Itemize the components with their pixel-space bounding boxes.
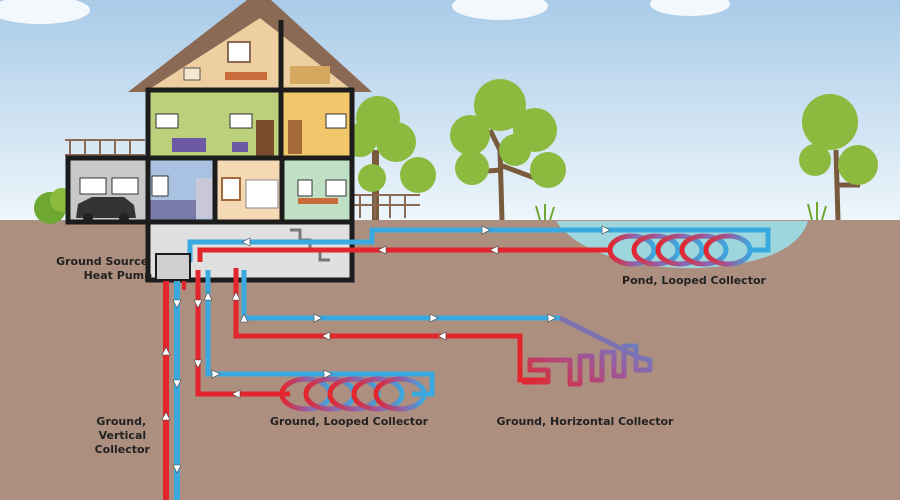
looped-hot-pipe bbox=[195, 270, 290, 397]
pond-coil bbox=[607, 233, 753, 267]
heat-pump-unit bbox=[155, 253, 191, 281]
horizontal-zigzag bbox=[522, 315, 653, 387]
horizontal-collector-label: Ground, Horizontal Collector bbox=[497, 415, 675, 428]
pond-cold-pipe bbox=[187, 227, 771, 262]
grass-tufts bbox=[535, 202, 827, 221]
looped-coil bbox=[279, 376, 427, 412]
flow-arrows bbox=[161, 225, 611, 474]
deck-railing bbox=[65, 139, 420, 218]
horizontal-cold-pipe bbox=[241, 270, 563, 321]
house bbox=[65, 0, 372, 283]
tree-right bbox=[799, 94, 878, 221]
vertical-collector-label: Ground, Vertical Collector bbox=[95, 415, 151, 456]
heat-pump-label: Ground Source Heat Pump bbox=[56, 255, 152, 282]
tree-middle bbox=[450, 79, 566, 221]
pond-collector-label: Pond, Looped Collector bbox=[622, 274, 766, 287]
looped-collector-label: Ground, Looped Collector bbox=[270, 415, 429, 428]
clouds bbox=[0, 0, 730, 24]
